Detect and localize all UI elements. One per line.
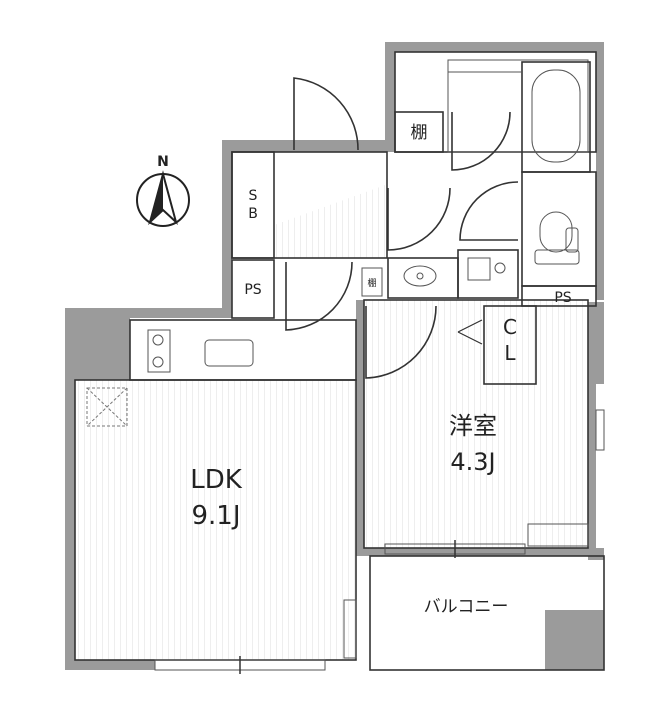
shoe-box-label-1: S [249,188,258,204]
closet-label-1: C [503,315,517,339]
doors [285,77,519,379]
closet-label-2: L [504,341,516,365]
ldk-floor [75,380,356,660]
windows [154,409,605,674]
entrance-floor [274,185,385,258]
toilet [521,171,597,287]
shelf-large-label: 棚 [411,123,428,143]
fridge-space [86,387,128,427]
western-room-size: 4.3J [450,448,495,476]
storage-boxes [231,111,597,385]
bathtub [447,59,591,173]
kitchen-counter [129,319,357,381]
north-compass: N [136,154,190,227]
pipe-space-left-label: PS [244,282,261,298]
ldk-name: LDK [190,465,243,495]
balcony-name: バルコニー [424,597,509,617]
washroom-fixtures [387,249,519,299]
ldk-size: 9.1J [191,501,240,531]
shelf-small-label: 棚 [367,277,376,289]
pipe-space-right-label: PS [554,290,571,306]
western-room-name: 洋室 [449,412,497,440]
compass-north-label: N [157,154,169,170]
shoe-box-label-2: B [248,206,258,222]
